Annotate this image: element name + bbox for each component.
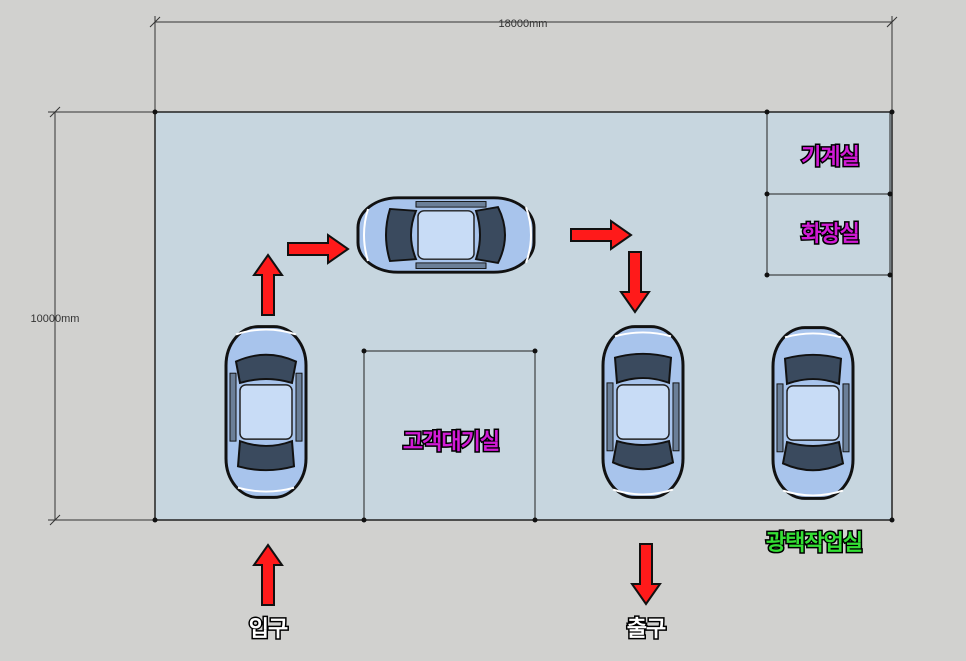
car-icon [224, 325, 308, 499]
restroom: 화장실 [766, 193, 891, 276]
polishing-room-label: 광택작업실 [766, 531, 862, 556]
restroom-label: 화장실 [801, 222, 859, 247]
customer-lounge: 고객대기실 [363, 350, 536, 521]
car-icon [356, 196, 536, 274]
machine-room-label: 기계실 [801, 145, 859, 170]
dimension-width: 18000mm [149, 16, 898, 112]
car-icon [771, 326, 855, 500]
customer-lounge-label: 고객대기실 [403, 430, 499, 455]
machine-room: 기계실 [766, 111, 891, 195]
height-dimension-label: 10000mm [31, 313, 80, 325]
arrow-icon [631, 543, 661, 605]
dimension-height: 10000mm [31, 106, 155, 526]
exit-label: 출구 [627, 617, 666, 642]
corner-markers [152, 109, 895, 523]
entrance-label: 입구 [249, 617, 288, 642]
car-icon [601, 325, 685, 499]
arrow-icon [253, 544, 283, 606]
width-dimension-label: 18000mm [499, 18, 548, 30]
